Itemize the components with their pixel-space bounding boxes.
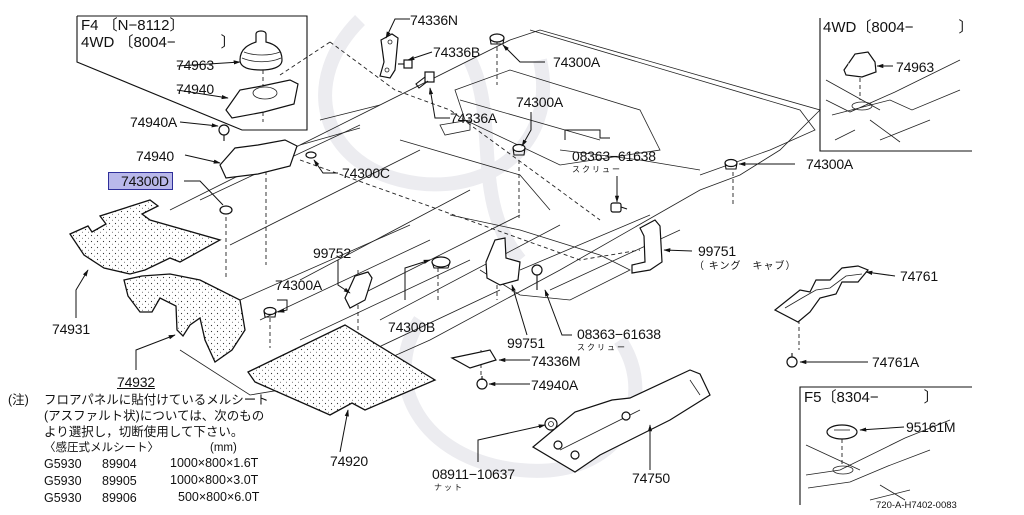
dashed-guides	[225, 40, 800, 375]
part-label-95161M[interactable]: 95161M	[906, 419, 956, 435]
note-table-cell-size: 500×800×6.0T	[178, 490, 260, 504]
boot-74963-4wd	[843, 51, 877, 78]
part-label-74761A[interactable]: 74761A	[872, 354, 920, 370]
grommet-95161M	[826, 424, 858, 440]
part-label-99752[interactable]: 99752	[313, 245, 351, 261]
plate-74940-f4	[225, 79, 299, 119]
note-table-cell-size: 1000×800×3.0T	[170, 473, 259, 487]
plug-74300A-3	[724, 158, 738, 170]
part-label-99751[interactable]: 99751	[507, 335, 545, 351]
inset-f4-frame	[76, 15, 308, 131]
plug-74300B	[431, 256, 451, 269]
plug-74300D	[219, 205, 233, 215]
note-table-cell-part-b: 89906	[102, 491, 137, 505]
note-table-cell-part-a: G5930	[44, 491, 82, 505]
insulator-74920	[247, 324, 437, 416]
boot-74963-f4	[239, 30, 283, 71]
part-label-74750[interactable]: 74750	[632, 470, 670, 486]
insulator-74932	[123, 273, 246, 363]
reinforcement-74761	[773, 265, 869, 323]
plug-74300A-1	[489, 33, 505, 45]
plug-74300C	[305, 151, 317, 159]
part-label-74300A[interactable]: 74300A	[275, 277, 323, 293]
note-table-cell-part-a: G5930	[44, 474, 82, 488]
bracket-99751-center	[485, 237, 521, 286]
part-label-74300A[interactable]: 74300A	[553, 54, 601, 70]
clip-74940A-top	[218, 124, 230, 141]
clip-74761A	[786, 353, 798, 368]
part-label-74940A[interactable]: 74940A	[531, 377, 579, 393]
part-label-74963[interactable]: 74963	[176, 57, 214, 73]
protector-74750	[531, 369, 711, 473]
screw-08363-1	[610, 202, 628, 213]
part-label-74300C[interactable]: 74300C	[342, 165, 390, 181]
note-line-2: (アスファルト状)については、次のもの	[44, 409, 265, 423]
part-sublabel-screw: スクリュー	[577, 343, 627, 352]
diagram-reference-code: 720-A-H7402-0083	[876, 500, 957, 511]
part-label-74336B[interactable]: 74336B	[433, 44, 481, 60]
leader-lines	[75, 18, 905, 470]
part-label-74932[interactable]: 74932	[117, 374, 155, 390]
part-label-74940[interactable]: 74940	[176, 81, 214, 97]
insulator-74940-main	[219, 139, 298, 179]
bracket-99752	[344, 271, 373, 309]
bolt-74336B	[398, 59, 413, 69]
note-prefix: (注)	[8, 393, 29, 407]
note-table-cell-size: 1000×800×1.6T	[170, 456, 259, 470]
inset-f4-title-line2: 4WD 〔8004− 〕	[81, 34, 236, 51]
inset-f5-title: F5〔8304− 〕	[804, 389, 939, 406]
part-label-08911-10637[interactable]: 08911−10637	[432, 466, 515, 482]
clip-74940A-lower	[476, 376, 488, 390]
note-table-title: 〈感圧式メルシート〉	[44, 442, 159, 454]
part-sublabel-king-cab: （ キング キャブ）	[694, 261, 797, 272]
part-label-74931[interactable]: 74931	[52, 321, 90, 337]
note-table-cell-part-a: G5930	[44, 457, 82, 471]
part-sublabel-screw: スクリュー	[572, 165, 622, 174]
part-label-74920[interactable]: 74920	[330, 453, 368, 469]
note-line-1: フロアパネルに貼付けているメルシート	[44, 393, 269, 407]
part-label-74336A[interactable]: 74336A	[450, 110, 498, 126]
bolt-74336A	[415, 71, 435, 89]
plug-74300A-4	[263, 306, 277, 318]
part-sublabel-nut: ナット	[434, 483, 464, 492]
bolt-08363-2	[531, 264, 543, 290]
part-label-74300A[interactable]: 74300A	[806, 156, 854, 172]
part-label-74940A[interactable]: 74940A	[130, 114, 178, 130]
part-label-74336N[interactable]: 74336N	[410, 12, 458, 28]
part-label-99751[interactable]: 99751	[698, 243, 736, 259]
part-label-74336M[interactable]: 74336M	[531, 353, 581, 369]
part-label-74761[interactable]: 74761	[900, 268, 938, 284]
nut-08911	[544, 417, 558, 431]
part-label-08363-61638[interactable]: 08363−61638	[577, 326, 661, 342]
note-table-cell-part-b: 89904	[102, 457, 137, 471]
inset-f5-frame	[799, 386, 972, 505]
plate-74336M	[450, 349, 497, 369]
part-label-74300A[interactable]: 74300A	[516, 94, 564, 110]
inset-f4-title-line1: F4 〔N−8112〕	[81, 17, 185, 34]
bracket-99751-kingcab	[631, 219, 663, 274]
inset-4wd-title: 4WD〔8004− 〕	[823, 19, 974, 36]
note-table-cell-part-b: 89905	[102, 474, 137, 488]
part-label-74300D-highlighted[interactable]: 74300D	[108, 172, 173, 190]
bracket-74336N	[379, 33, 399, 79]
part-label-74940[interactable]: 74940	[136, 148, 174, 164]
note-line-3: より選択し，切断使用して下さい。	[44, 425, 244, 439]
part-label-74300B[interactable]: 74300B	[388, 319, 436, 335]
note-unit: (mm)	[210, 442, 237, 454]
mat-74931	[69, 199, 222, 275]
part-label-74963-4wd[interactable]: 74963	[896, 59, 934, 75]
part-label-08363-61638[interactable]: 08363−61638	[572, 148, 656, 164]
inset-4wd-frame	[819, 18, 972, 152]
